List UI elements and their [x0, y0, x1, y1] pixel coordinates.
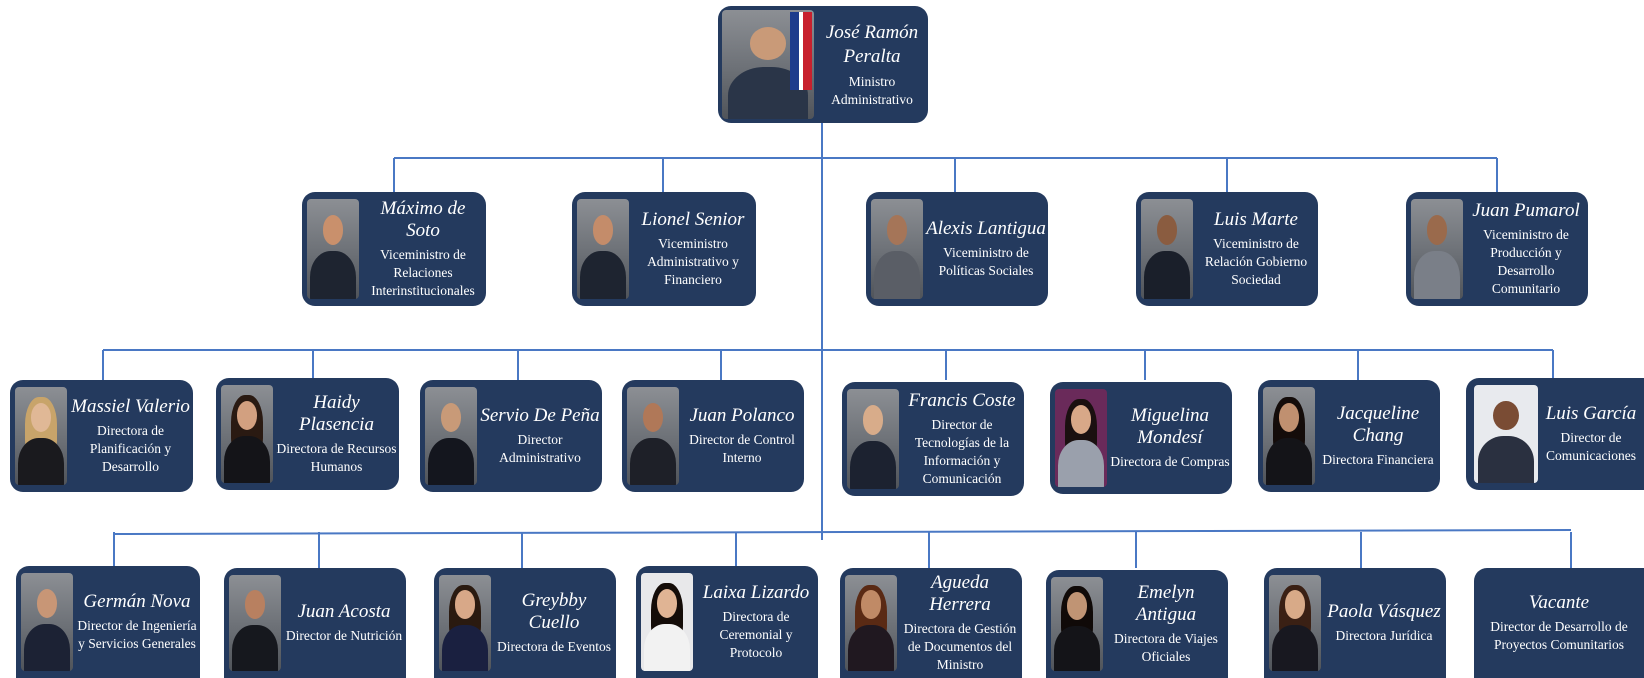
- photo-dir2-2: [221, 385, 273, 483]
- vice-3-name: Alexis Lantigua: [926, 218, 1046, 239]
- photo-dir2-5: [847, 389, 899, 489]
- vice-4-role: Viceministro de Relación Gobierno Socied…: [1204, 236, 1308, 287]
- photo-dir2-6: [1055, 389, 1107, 487]
- dir2-2-name: Haidy Plasencia: [299, 392, 374, 435]
- photo-vice-4: [1141, 199, 1193, 299]
- photo-dir2-4: [627, 387, 679, 485]
- photo-dir2-3: [425, 387, 477, 485]
- vice-1-role: Viceministro de Relaciones Interinstituc…: [371, 247, 475, 298]
- photo-vice-5: [1411, 199, 1463, 299]
- dir2-8-role: Director de Comunicaciones: [1546, 430, 1636, 463]
- photo-dir3-5: [845, 575, 897, 671]
- vice-4-name: Luis Marte: [1214, 209, 1298, 230]
- dir3-2-role: Director de Nutrición: [285, 628, 403, 643]
- photo-dir2-7: [1263, 387, 1315, 485]
- dir2-1-name: Massiel Valerio: [71, 396, 190, 417]
- photo-minister: [722, 10, 814, 119]
- vice-1-name: Máximo de Soto: [380, 198, 466, 241]
- dir3-8-role: Director de Desarrollo de Proyectos Comu…: [1490, 619, 1628, 652]
- photo-dir3-3: [439, 575, 491, 671]
- photo-dir3-4: [641, 573, 693, 671]
- dir2-3-role: Director Administrativo: [499, 432, 581, 465]
- dir2-5-role: Director de Tecnologías de la Informació…: [914, 417, 1010, 486]
- photo-dir2-8: [1474, 385, 1538, 483]
- dir2-7-name: Jacqueline Chang: [1336, 403, 1420, 446]
- dir3-1-name: Germán Nova: [83, 591, 191, 612]
- dir3-6-role: Directora de Viajes Oficiales: [1114, 631, 1218, 664]
- dir3-1-role: Director de Ingeniería y Servicios Gener…: [77, 618, 197, 651]
- dir2-4-role: Director de Control Interno: [689, 432, 795, 465]
- dir3-4-role: Directora de Ceremonial y Protocolo: [719, 609, 793, 660]
- minister-role: Ministro Administrativo: [831, 73, 913, 107]
- dir2-2-role: Directora de Recursos Humanos: [276, 441, 397, 474]
- photo-dir3-7: [1269, 575, 1321, 671]
- dir3-4-name: Laixa Lizardo: [702, 582, 810, 603]
- photo-dir3-6: [1051, 577, 1103, 671]
- dir2-1-role: Directora de Planificación y Desarrollo: [89, 423, 172, 474]
- vice-2-name: Lionel Senior: [641, 209, 745, 230]
- dir3-2-name: Juan Acosta: [297, 601, 391, 622]
- dir2-6-role: Directora de Compras: [1110, 454, 1230, 469]
- row3-bus: [113, 529, 1572, 535]
- dir3-7-role: Directora Jurídica: [1335, 628, 1433, 643]
- dir3-3-name: Greybby Cuello: [521, 590, 587, 633]
- photo-dir3-2: [229, 575, 281, 671]
- dir3-3-role: Directora de Eventos: [497, 639, 611, 654]
- dir2-4-name: Juan Polanco: [689, 405, 795, 426]
- minister-name: José Ramón Peralta: [825, 21, 919, 67]
- vice-2-role: Viceministro Administrativo y Financiero: [647, 236, 739, 287]
- photo-dir3-1: [21, 573, 73, 671]
- dir2-3-name: Servio De Peña: [480, 405, 600, 426]
- dir3-5-role: Directora de Gestión de Documentos del M…: [903, 621, 1017, 672]
- dir3-6-name: Emelyn Antigua: [1135, 582, 1197, 625]
- photo-vice-3: [871, 199, 923, 299]
- dir2-8-name: Luis García: [1545, 403, 1637, 424]
- vice-5-role: Viceministro de Producción y Desarrollo …: [1483, 227, 1569, 296]
- dir3-5-name: Agueda Herrera: [929, 572, 991, 615]
- dir2-7-role: Directora Financiera: [1322, 452, 1434, 467]
- dir2-5-name: Francis Coste: [908, 390, 1016, 411]
- photo-vice-2: [577, 199, 629, 299]
- vice-3-role: Viceministro de Políticas Sociales: [938, 245, 1034, 278]
- dir3-7-name: Paola Vásquez: [1327, 601, 1441, 622]
- photo-vice-1: [307, 199, 359, 299]
- dir3-8-name: Vacante: [1528, 592, 1590, 613]
- photo-dir2-1: [15, 387, 67, 485]
- dir2-6-name: Miguelina Mondesí: [1130, 405, 1210, 448]
- vice-5-name: Juan Pumarol: [1472, 200, 1580, 221]
